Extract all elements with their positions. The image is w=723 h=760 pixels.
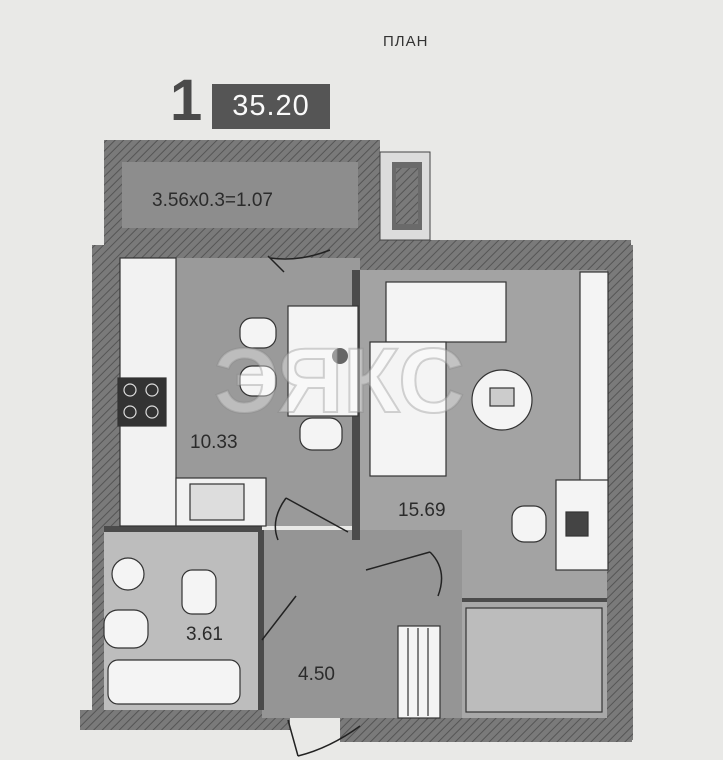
hallway-area-label: 4.50 <box>298 664 335 685</box>
balcony-window <box>379 151 431 241</box>
doors <box>261 249 443 757</box>
page-title: ПЛАН <box>383 33 429 50</box>
hallway-cabinet <box>397 625 441 719</box>
total-area-badge: 35.20 <box>212 84 330 129</box>
bathroom-furniture <box>103 557 241 705</box>
kitchen-furniture <box>117 257 359 527</box>
bathroom-area-label: 3.61 <box>186 624 223 645</box>
cooktop-icon <box>117 377 167 427</box>
living-room-area-label: 15.69 <box>398 500 446 521</box>
watermark: ЭЯКС <box>214 330 465 432</box>
living-furniture <box>369 271 609 713</box>
rooms-count: 1 <box>170 68 203 133</box>
sink-icon <box>189 483 245 521</box>
outer-walls <box>80 140 633 742</box>
flower-icon <box>332 348 348 364</box>
kitchen-area-label: 10.33 <box>190 432 238 453</box>
balcony-area-label: 3.56x0.3=1.07 <box>152 190 273 211</box>
balcony-floor <box>122 162 358 228</box>
